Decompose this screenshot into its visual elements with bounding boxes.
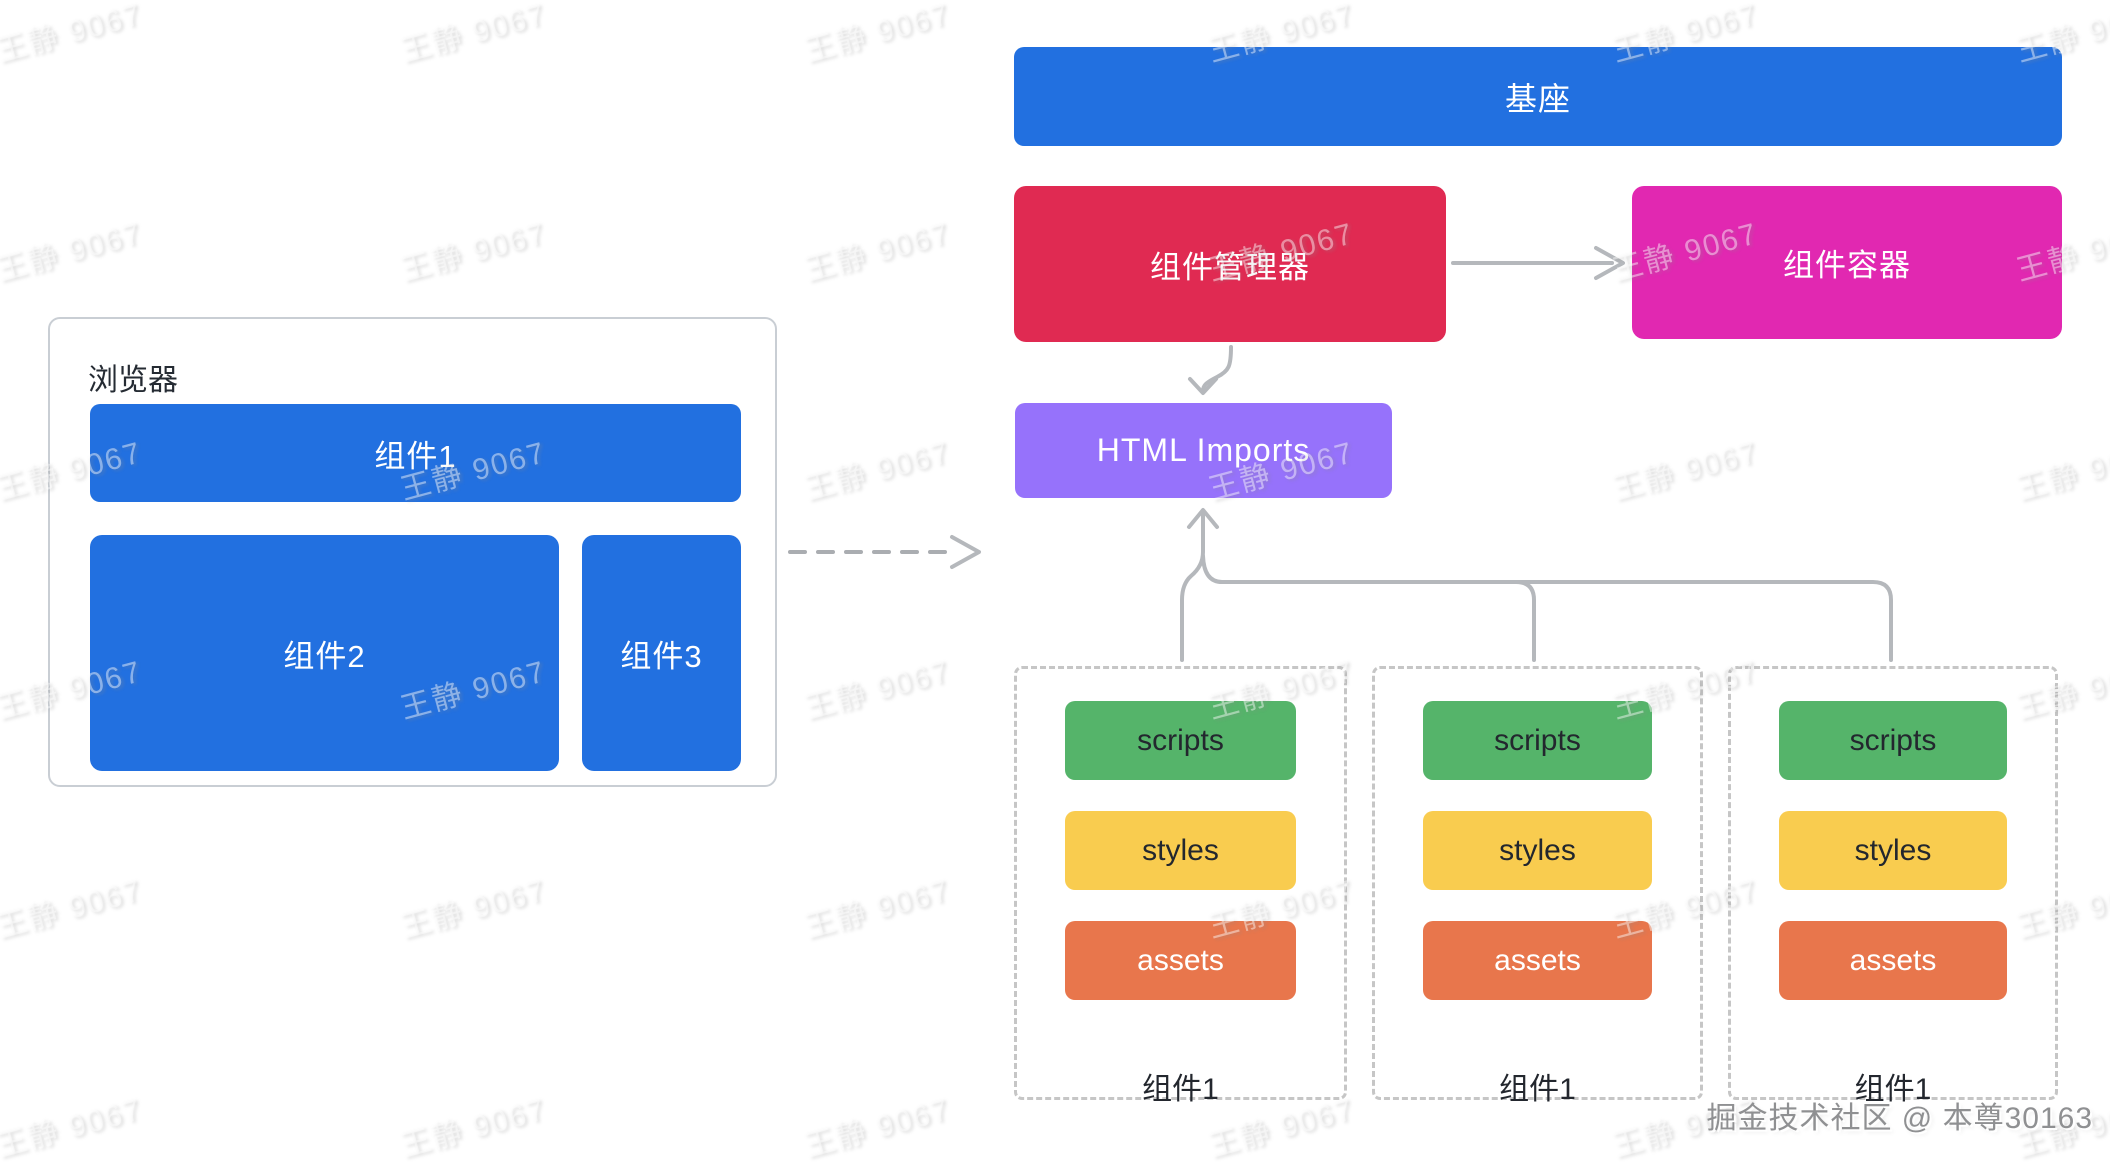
watermark-text: 王静 9067 bbox=[0, 1093, 146, 1164]
html-imports-node: HTML Imports bbox=[1015, 403, 1392, 498]
watermark-text: 王静 9067 bbox=[801, 436, 954, 507]
watermark-text: 王静 9067 bbox=[0, 874, 146, 945]
watermark-text: 王静 9067 bbox=[397, 1093, 550, 1164]
assets-node: assets bbox=[1779, 921, 2007, 1000]
assets-node: assets bbox=[1423, 921, 1652, 1000]
browser-panel: 浏览器 组件1 组件2 组件3 bbox=[48, 317, 777, 787]
arrow-manager-to-imports bbox=[1188, 345, 1233, 395]
component-manager-node: 组件管理器 bbox=[1014, 186, 1446, 342]
browser-component-2: 组件2 bbox=[90, 535, 559, 771]
watermark-text: 王静 9067 bbox=[801, 874, 954, 945]
package-label: 组件1 bbox=[1499, 1073, 1576, 1106]
credit-watermark: 掘金技术社区 @ 本尊30163 bbox=[1706, 1102, 2093, 1135]
watermark-text: 王静 9067 bbox=[0, 217, 146, 288]
scripts-node: scripts bbox=[1779, 701, 2007, 780]
arrow-packages-to-imports bbox=[1180, 508, 1893, 662]
base-node: 基座 bbox=[1014, 47, 2062, 146]
watermark-text: 王静 9067 bbox=[1609, 436, 1762, 507]
watermark-text: 王静 9067 bbox=[801, 655, 954, 726]
package-box-2: scripts styles assets 组件1 bbox=[1372, 666, 1703, 1106]
styles-node: styles bbox=[1779, 811, 2007, 890]
browser-component-1: 组件1 bbox=[90, 404, 741, 502]
watermark-text: 王静 9067 bbox=[397, 874, 550, 945]
package-box-3: scripts styles assets 组件1 bbox=[1728, 666, 2058, 1106]
scripts-node: scripts bbox=[1423, 701, 1652, 780]
package-box-1: scripts styles assets 组件1 bbox=[1014, 666, 1347, 1106]
watermark-text: 王静 9067 bbox=[801, 0, 954, 69]
arrow-browser-dashed bbox=[788, 535, 981, 569]
package-label: 组件1 bbox=[1854, 1073, 1932, 1106]
watermark-text: 王静 9067 bbox=[801, 1093, 954, 1164]
watermark-text: 王静 9067 bbox=[0, 0, 146, 69]
assets-node: assets bbox=[1065, 921, 1296, 1000]
watermark-text: 王静 9067 bbox=[397, 217, 550, 288]
styles-node: styles bbox=[1065, 811, 1296, 890]
component-container-node: 组件容器 bbox=[1632, 186, 2062, 339]
browser-panel-title: 浏览器 bbox=[88, 364, 178, 397]
watermark-text: 王静 9067 bbox=[397, 0, 550, 69]
scripts-node: scripts bbox=[1065, 701, 1296, 780]
styles-node: styles bbox=[1423, 811, 1652, 890]
arrow-manager-to-container bbox=[1451, 246, 1625, 280]
browser-component-3: 组件3 bbox=[582, 535, 741, 771]
package-label: 组件1 bbox=[1142, 1073, 1219, 1106]
watermark-text: 王静 9067 bbox=[801, 217, 954, 288]
watermark-text: 王静 9067 bbox=[2013, 436, 2110, 507]
